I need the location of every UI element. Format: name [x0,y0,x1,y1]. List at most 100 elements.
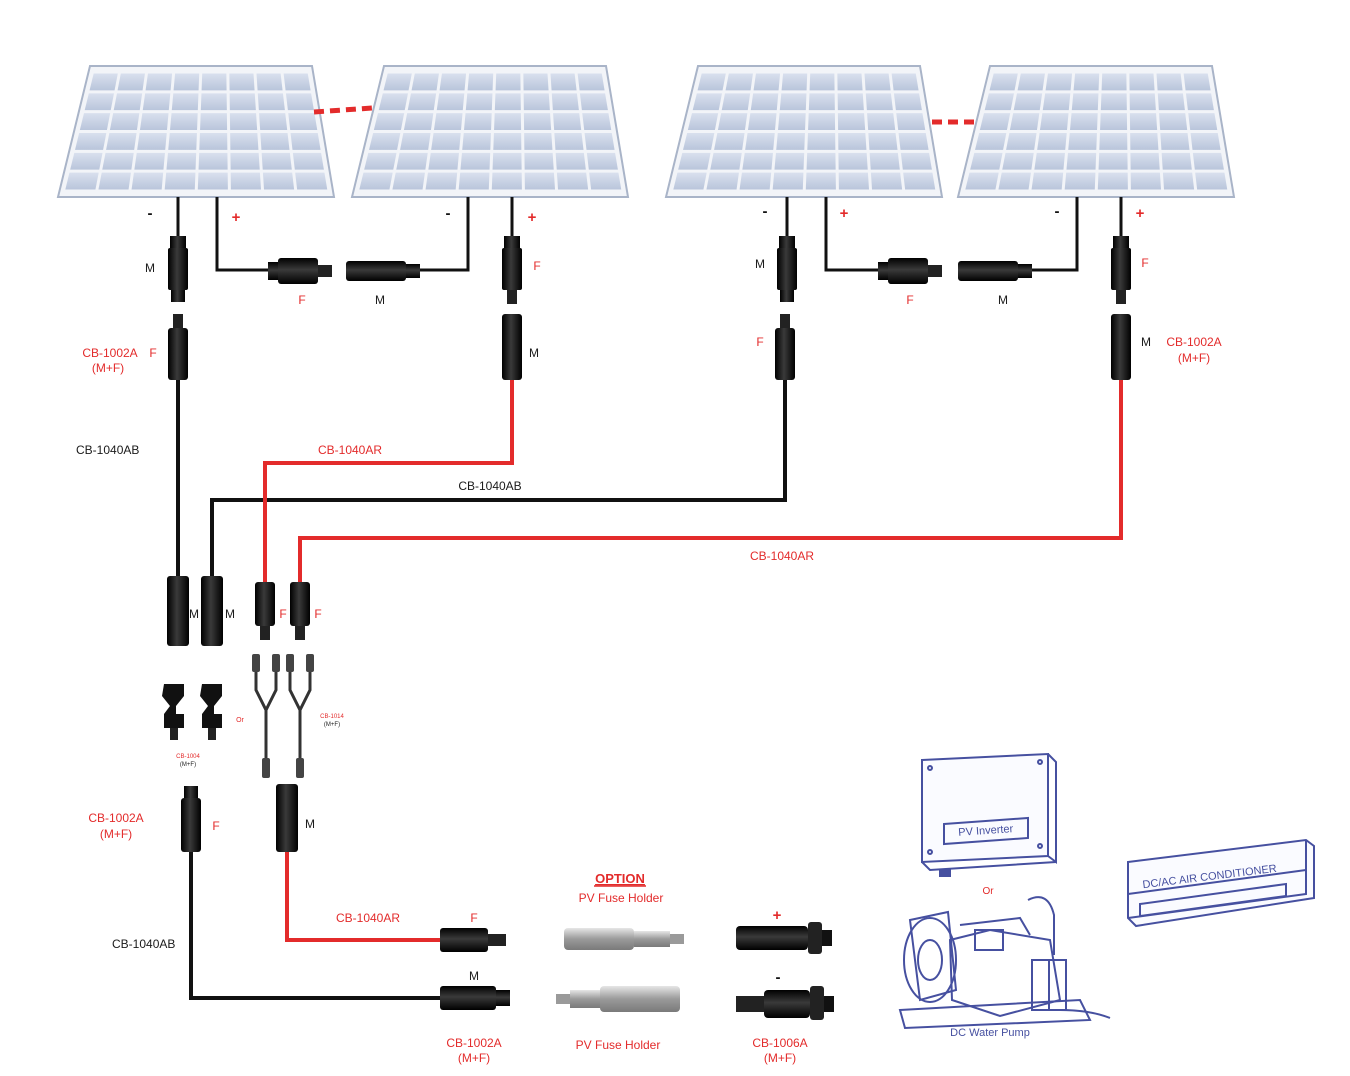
pv-cell [809,73,835,91]
pv-cell [201,73,227,91]
pv-cell [436,93,465,111]
pv-cell [460,152,491,170]
pv-cell [523,93,550,111]
connector-male [201,576,223,646]
minus-sign: - [1055,203,1060,220]
label-or: Or [982,886,994,897]
label-female: F [756,335,763,349]
label-female: F [298,293,305,307]
pv-cell [170,113,198,130]
pv-cell [292,152,324,170]
pv-cell [131,172,164,190]
label-cb1002a: CB-1002A [88,811,143,825]
pv-cell [229,93,256,111]
label-mf: (M+F) [458,1051,490,1065]
pv-cell [494,113,522,130]
pv-cell [553,113,582,130]
pv-cell [1006,133,1037,150]
pv-cell [295,172,328,190]
pv-cell [753,73,781,91]
pv-cell [706,172,739,190]
pump-label: DC Water Pump [950,1027,1030,1039]
pv-cell [745,133,775,150]
pv-cell [359,172,393,190]
label-mf: (M+F) [1178,351,1210,365]
pv-cell [89,73,118,91]
pv-cell [808,93,835,111]
connector-male [502,314,522,380]
pv-cell [579,93,608,111]
dc-water-pump [898,896,1111,1030]
pv-cell [779,93,807,111]
pv-cell [864,73,891,91]
option-title: OPTION [595,871,645,886]
connector-female-horizontal [268,258,332,284]
connector-female-horizontal [878,258,942,284]
pv-cell [1034,152,1065,170]
label-male: M [189,607,199,621]
label-female: F [1141,256,1148,270]
label-male: M [305,817,315,831]
pv-cell [1009,113,1040,130]
pv-cell [900,152,932,170]
solar-panel-3 [664,65,944,198]
minus-sign: - [776,969,781,986]
pv-cell [551,93,579,111]
pv-cell [869,152,900,170]
pv-cell [1129,93,1156,111]
pv-cell [198,152,228,170]
pv-cell [369,133,401,150]
pv-cell [383,73,412,91]
pv-cell [491,172,522,190]
pv-cell [425,172,458,190]
pv-cell [1157,93,1185,111]
pv-cell [692,93,722,111]
pv-cell [1160,133,1190,150]
label-male: M [1141,335,1151,349]
pv-cell [776,133,805,150]
pv-cell [1130,152,1160,170]
pv-cell [678,152,711,170]
pv-cell [714,133,745,150]
label-cb1006a: CB-1006A [752,1036,807,1050]
label-cb1002a: CB-1002A [1166,335,1221,349]
pv-cell [898,133,929,150]
pv-cell [1130,172,1162,190]
pv-cell [439,73,467,91]
pv-cell [673,172,707,190]
label-male: M [529,346,539,360]
pv-cell [1183,73,1211,91]
pv-cell [1156,73,1183,91]
pv-cell [262,172,295,190]
pv-cell [392,172,425,190]
pv-cell [739,172,772,190]
pv-cell [199,133,228,150]
pv-cell [1097,172,1128,190]
pv-cell [1070,113,1098,130]
connector-male [777,236,797,302]
plus-sign: + [773,907,782,924]
connector-male [276,784,298,852]
dc-ac-air-conditioner [1127,838,1315,928]
pv-cell [1037,133,1067,150]
pv-cell [837,73,863,91]
pv-cell [106,133,137,150]
connector-male-horizontal [440,986,510,1010]
pv-cell [260,133,290,150]
pv-cell [428,152,459,170]
pv-cell [550,73,577,91]
label-mf: (M+F) [92,361,124,375]
pv-cell [750,93,779,111]
pv-cell [458,172,490,190]
panel-cells [359,73,622,190]
pv-cell [378,93,408,111]
minus-sign: - [763,203,768,220]
pv-cell [838,172,870,190]
pv-cell [400,133,431,150]
label-cb1040ab: CB-1040AB [112,937,175,951]
pv-cell [1099,133,1128,150]
pv-cell [989,73,1018,91]
y-branch-cable-cb1014 [254,660,312,770]
pv-cell [970,152,1003,170]
